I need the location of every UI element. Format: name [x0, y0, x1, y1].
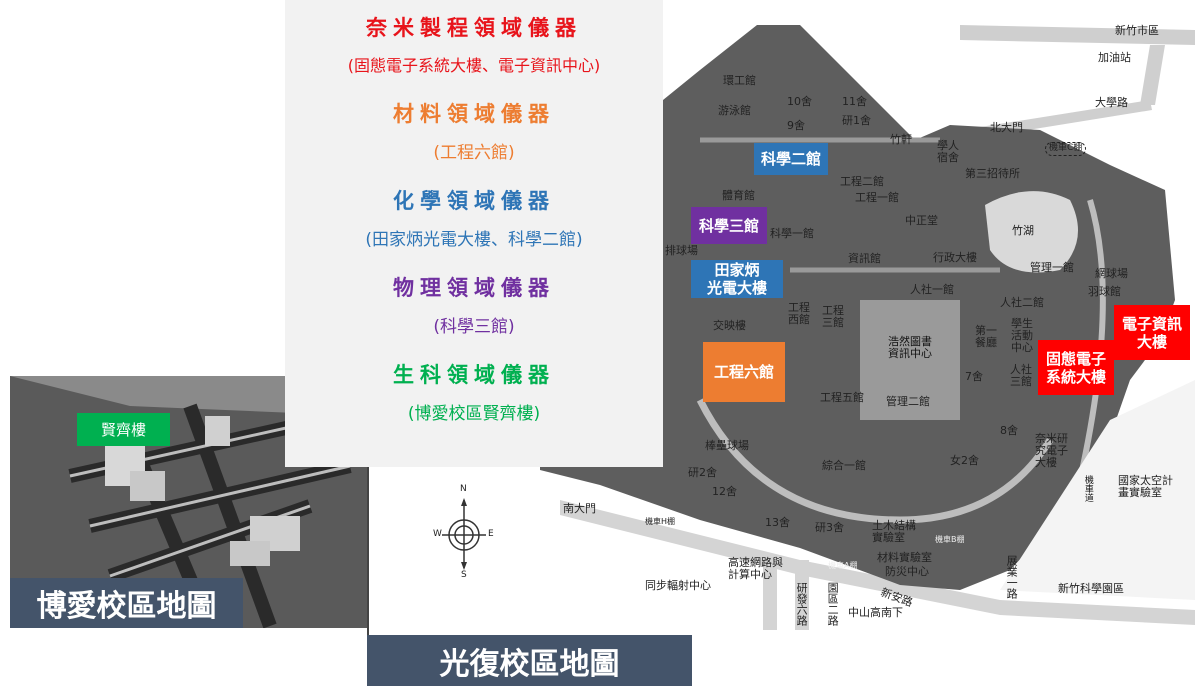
map-label: 游泳館	[718, 104, 751, 117]
map-label: 人社三館	[1010, 363, 1032, 389]
map-label: 人社二館	[1000, 296, 1044, 309]
legend-title-bio: 生科領域儀器	[393, 363, 555, 387]
building-science-2[interactable]: 科學二館	[754, 143, 828, 175]
legend-subtitle-materials: (工程六館)	[433, 143, 515, 163]
map-label: 綜合一館	[822, 459, 866, 472]
map-label: 同步輻射中心	[645, 579, 711, 592]
map-label: 交映樓	[713, 319, 746, 332]
map-label: 研發六路	[795, 582, 809, 626]
map-label: 大學路	[1095, 96, 1128, 109]
map-label: 中山高南下	[848, 606, 903, 619]
building-tianjiabing[interactable]: 田家炳 光電大樓	[691, 260, 783, 298]
map-label: 第三招待所	[965, 167, 1020, 180]
map-label: 體育館	[722, 189, 755, 202]
map-label: 竹湖	[1012, 224, 1034, 237]
legend-title-materials: 材料領域儀器	[393, 102, 555, 126]
legend-subtitle-chemistry: (田家炳光電大樓、科學二館)	[365, 230, 583, 250]
map-label: 12舍	[712, 485, 737, 498]
map-label: 奈米研究電子大樓	[1035, 432, 1068, 470]
compass-s: S	[461, 570, 467, 580]
map-label: 材料實驗室	[877, 551, 932, 564]
map-label: 女2舍	[950, 454, 979, 467]
guangfu-campus-label: 光復校區地圖	[367, 635, 692, 686]
compass-e: E	[488, 529, 494, 539]
map-label: 管理二館	[886, 395, 930, 408]
map-label: 中正堂	[905, 214, 938, 227]
legend-subtitle-physics: (科學三館)	[433, 317, 515, 337]
map-label: 研3舍	[815, 521, 844, 534]
legend-title-nano: 奈米製程領域儀器	[366, 16, 582, 40]
map-label: 排球場	[665, 244, 698, 257]
map-label: 網球場	[1095, 267, 1128, 280]
building-science-3[interactable]: 科學三館	[691, 207, 767, 244]
map-label: 環工館	[723, 74, 756, 87]
map-label: 工程西館	[788, 301, 810, 327]
compass-w: W	[433, 529, 442, 539]
building-xianqi[interactable]: 賢齊樓	[77, 413, 170, 446]
compass-n: N	[460, 484, 467, 494]
map-label: 園區二路	[826, 582, 840, 626]
map-label: 科學一館	[770, 227, 814, 240]
building-solid-state-electronics[interactable]: 固態電子 系統大樓	[1038, 340, 1114, 395]
map-label: 資訊館	[848, 252, 881, 265]
map-label: 展業一路	[1005, 555, 1019, 599]
map-label: 機車A棚	[828, 561, 858, 570]
map-label: 高速網路與計算中心	[728, 556, 783, 582]
compass-rose-icon: N S E W	[432, 484, 496, 580]
map-label: 工程五館	[820, 391, 864, 404]
map-label: 9舍	[787, 119, 805, 132]
map-label: 新竹市區	[1115, 24, 1159, 37]
map-label: 人社一館	[910, 283, 954, 296]
map-label: 研2舍	[688, 466, 717, 479]
map-label: 土木結構實驗室	[872, 519, 916, 545]
building-engineering-6[interactable]: 工程六館	[703, 342, 785, 402]
map-label: 加油站	[1098, 51, 1131, 64]
map-label: 管理一館	[1030, 261, 1074, 274]
map-label: 浩然圖書資訊中心	[888, 335, 932, 361]
legend-title-physics: 物理領域儀器	[393, 276, 555, 300]
map-label: 機車道	[1082, 475, 1093, 502]
map-label: 新竹科學園區	[1058, 582, 1124, 595]
map-label: 7舍	[965, 370, 983, 383]
map-label: 第一餐廳	[975, 324, 997, 350]
map-label: 11舍	[842, 95, 867, 108]
map-label: 竹軒	[890, 133, 912, 146]
map-label: 北大門	[990, 121, 1023, 134]
map-label: 羽球館	[1088, 285, 1121, 298]
map-label: 機車C棚	[1045, 142, 1087, 156]
legend-title-chemistry: 化學領域儀器	[393, 189, 555, 213]
map-label: 機車B棚	[935, 535, 965, 544]
building-electronic-info-center[interactable]: 電子資訊 大樓	[1114, 305, 1190, 360]
map-label: 機車H棚	[645, 517, 676, 526]
map-label: 工程二館	[840, 175, 884, 188]
map-label: 南大門	[563, 502, 596, 515]
map-label: 國家太空計畫實驗室	[1118, 474, 1173, 500]
map-label: 研1舍	[842, 114, 871, 127]
map-label: 行政大樓	[933, 251, 977, 264]
map-label: 10舍	[787, 95, 812, 108]
map-label: 工程三館	[822, 304, 844, 330]
map-label: 8舍	[1000, 424, 1018, 437]
boai-campus-label: 博愛校區地圖	[10, 578, 243, 628]
map-label: 棒壘球場	[705, 439, 749, 452]
map-label: 學人宿舍	[937, 139, 959, 165]
legend-subtitle-nano: (固態電子系統大樓、電子資訊中心)	[347, 56, 601, 75]
map-label: 工程一館	[855, 191, 899, 204]
legend-subtitle-bio: (博愛校區賢齊樓)	[407, 404, 541, 424]
map-label: 防災中心	[885, 565, 929, 578]
map-label: 13舍	[765, 516, 790, 529]
map-label: 學生活動中心	[1011, 317, 1033, 355]
instrument-legend: 奈米製程領域儀器 (固態電子系統大樓、電子資訊中心) 材料領域儀器 (工程六館)…	[285, 0, 663, 467]
